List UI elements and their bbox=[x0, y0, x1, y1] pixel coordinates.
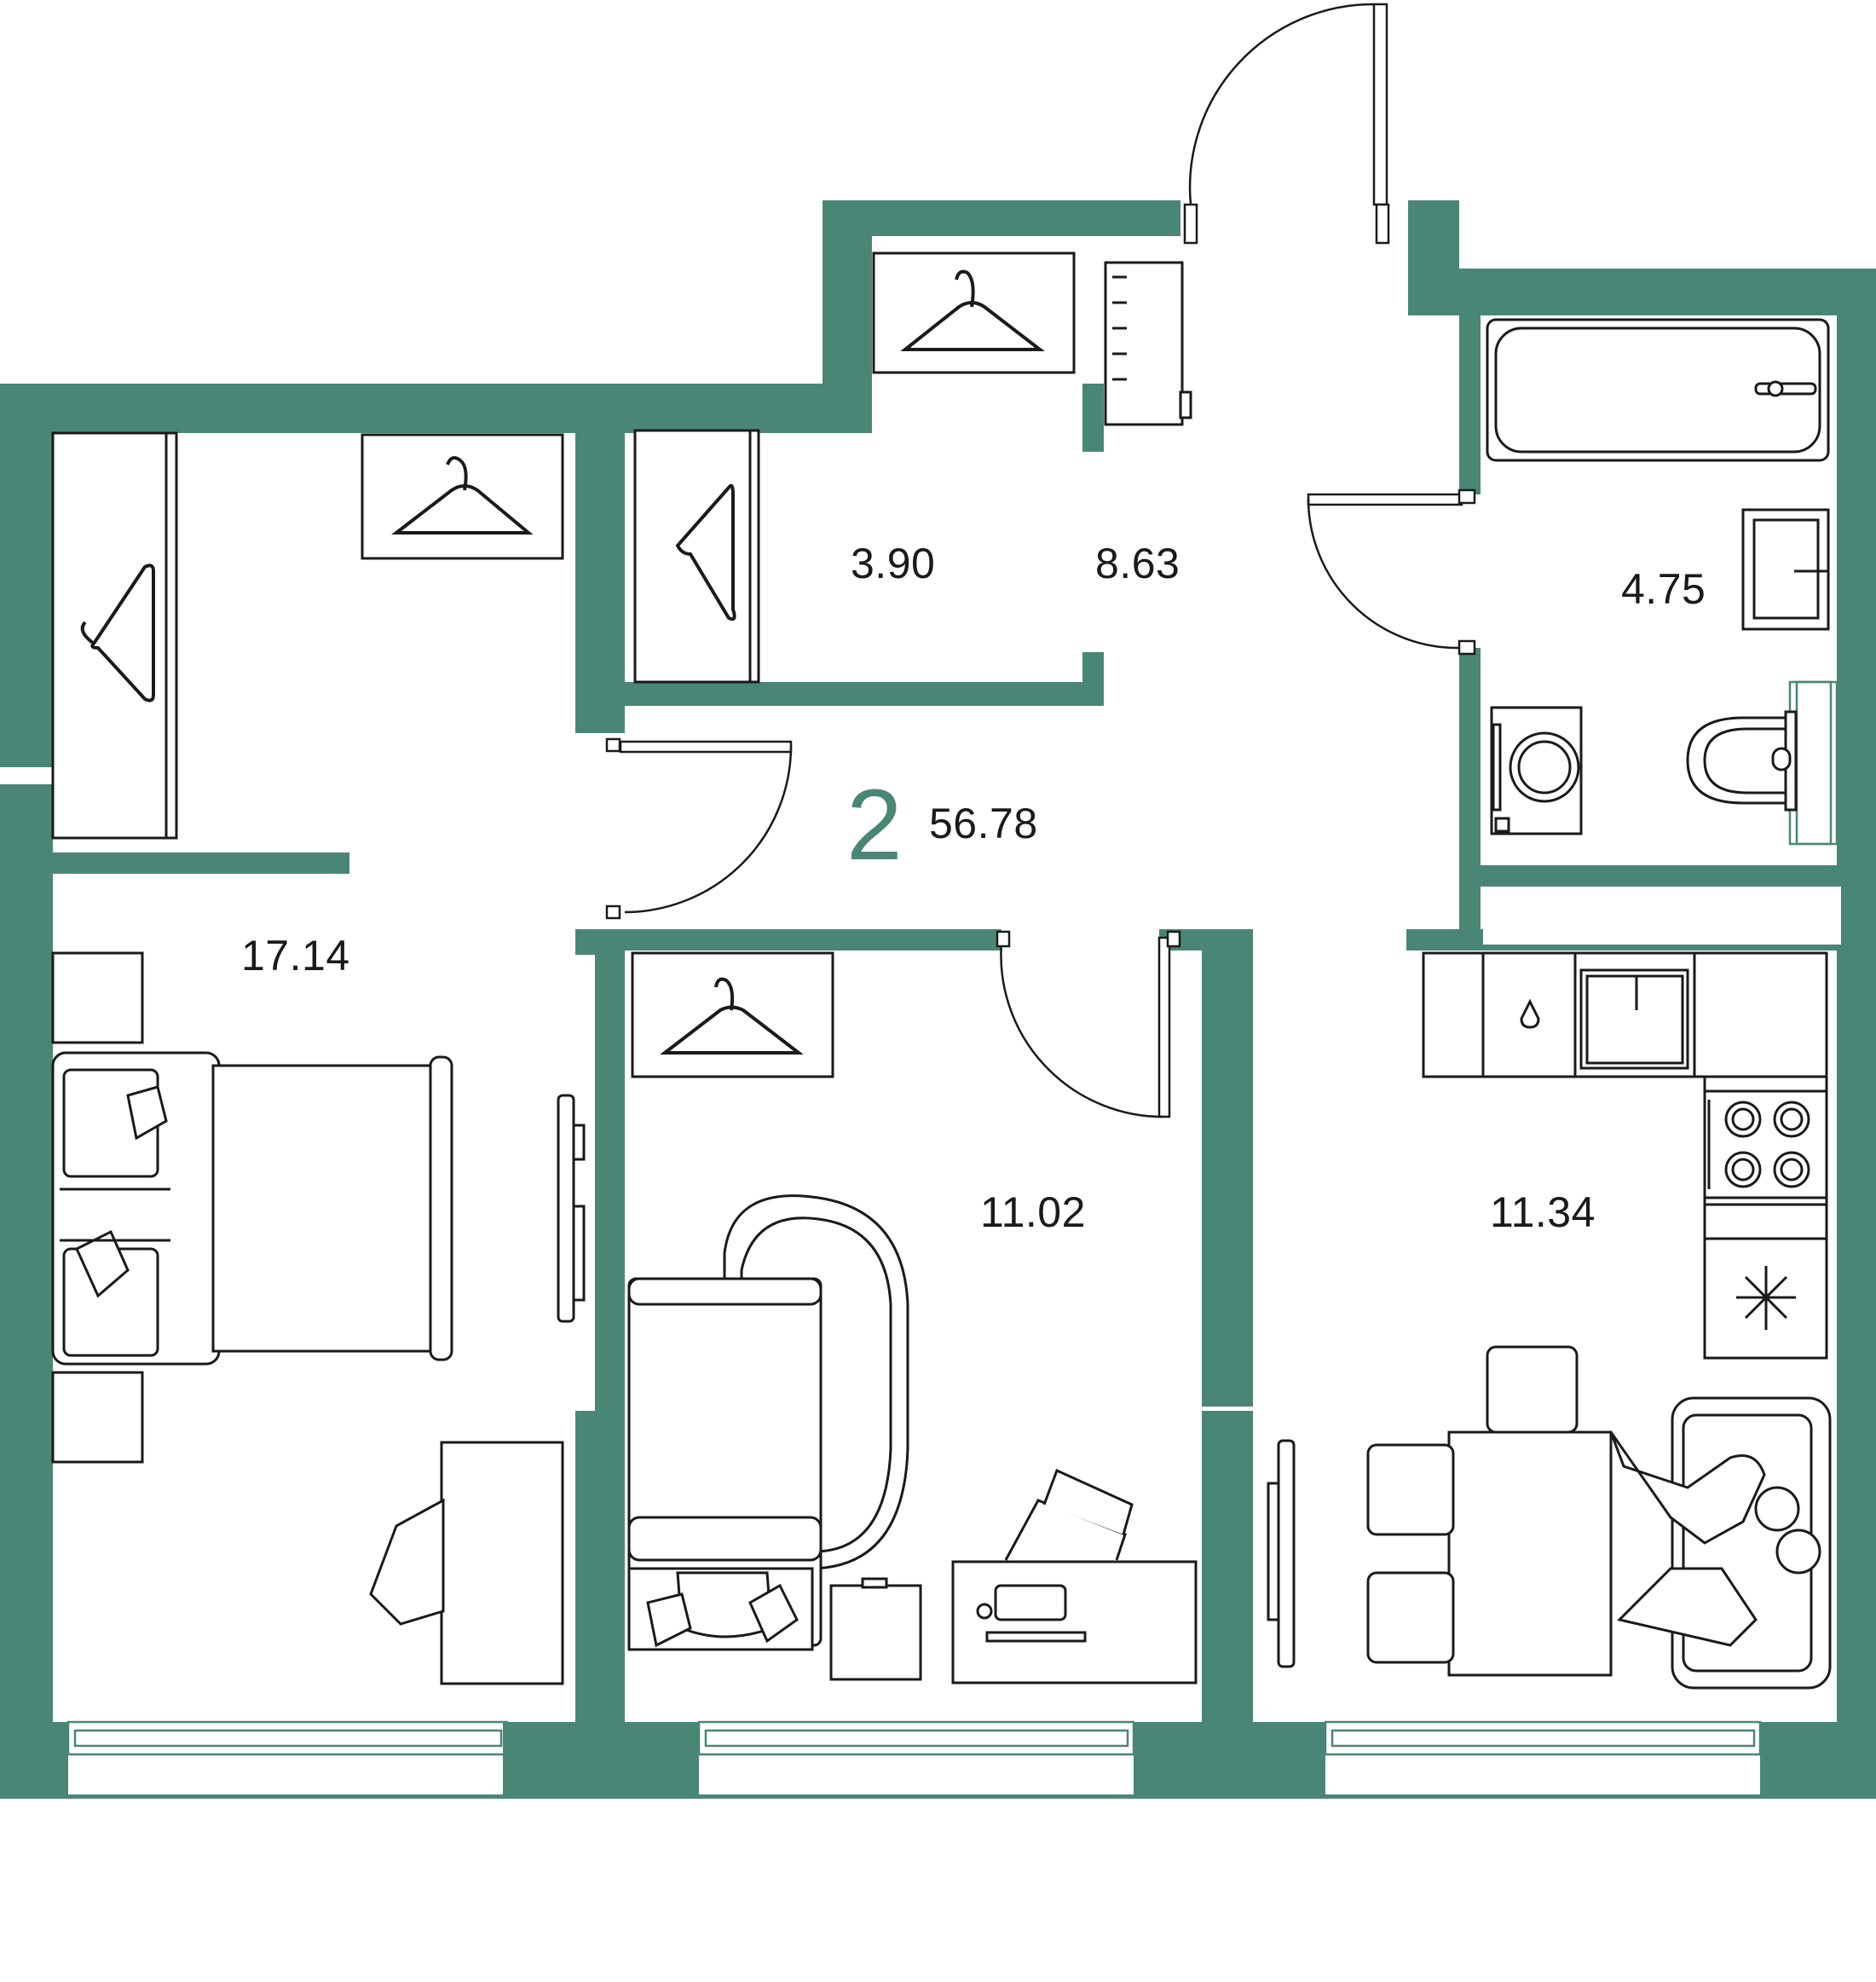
sink-icon bbox=[1579, 968, 1689, 1070]
tv-icon bbox=[557, 1094, 586, 1323]
rooms-count: 2 bbox=[846, 769, 903, 881]
wardrobe bbox=[51, 431, 178, 840]
room-area-bathroom: 4.75 bbox=[1621, 565, 1706, 613]
hanger-icon bbox=[80, 563, 155, 702]
chair-icon bbox=[369, 1498, 445, 1626]
bed-icon bbox=[51, 1051, 453, 1366]
nightstand bbox=[51, 951, 144, 1044]
snowflake-icon bbox=[1736, 1266, 1796, 1330]
room-area-living-room: 11.02 bbox=[980, 1188, 1086, 1236]
room-area-bedroom: 17.14 bbox=[241, 932, 350, 979]
hanger-icon bbox=[660, 977, 804, 1055]
hanger-icon bbox=[900, 269, 1045, 351]
sink-icon bbox=[1741, 508, 1830, 631]
fridge-icon bbox=[1736, 1266, 1796, 1330]
desk-icon bbox=[951, 1560, 1198, 1684]
dining-table-icon bbox=[1447, 1430, 1613, 1677]
washing-machine-icon bbox=[1490, 706, 1583, 835]
bathtub-icon bbox=[1486, 318, 1830, 462]
wardrobe bbox=[631, 951, 834, 1078]
sofa-icon bbox=[627, 1194, 909, 1651]
wardrobe bbox=[361, 433, 564, 560]
door-swing-icon[interactable] bbox=[605, 3, 1476, 1118]
stove-icon bbox=[1703, 1089, 1828, 1199]
shoe-rack bbox=[1104, 261, 1192, 426]
chair-icon bbox=[1366, 1345, 1579, 1664]
room-area-hallway: 8.63 bbox=[1095, 540, 1180, 587]
openings bbox=[0, 200, 1841, 1794]
wardrobe bbox=[633, 429, 760, 684]
hanger-icon bbox=[391, 455, 534, 535]
hanger-icon bbox=[675, 483, 736, 621]
people-icon bbox=[1609, 1431, 1821, 1647]
water-drop-icon bbox=[1520, 998, 1540, 1029]
window-icon bbox=[66, 680, 1838, 1756]
chair-icon bbox=[1004, 1468, 1134, 1561]
tv-icon bbox=[1267, 1439, 1296, 1668]
room-area-kitchen: 11.34 bbox=[1490, 1188, 1596, 1236]
cabinet bbox=[829, 1577, 922, 1681]
nightstand bbox=[51, 1371, 144, 1464]
desk-icon bbox=[440, 1441, 564, 1685]
toilet-icon bbox=[1686, 710, 1798, 812]
room-area-wardrobe: 3.90 bbox=[851, 540, 936, 587]
wardrobe bbox=[872, 251, 1076, 374]
total-area: 56.78 bbox=[929, 800, 1038, 847]
